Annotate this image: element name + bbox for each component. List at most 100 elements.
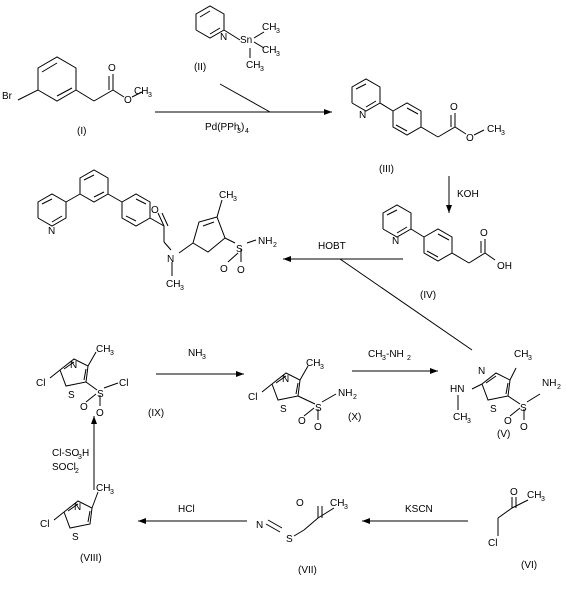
arrow-stille: Pd(PPh 3 ) 4 — [155, 83, 332, 135]
arrow-hcl: HCl — [138, 504, 247, 524]
arrow-methylamine: CH 3 -NH 2 — [352, 349, 438, 374]
svg-text:S: S — [490, 404, 497, 415]
svg-text:N: N — [282, 374, 289, 385]
compound-I-br: Br — [2, 91, 13, 102]
svg-text:O: O — [151, 205, 159, 216]
svg-text:3: 3 — [180, 285, 184, 292]
svg-text:Cl: Cl — [248, 392, 257, 403]
svg-text:Cl: Cl — [40, 519, 49, 530]
svg-text:S: S — [520, 403, 527, 414]
compound-II-sn: Sn — [240, 35, 252, 46]
svg-text:HN: HN — [450, 384, 464, 395]
svg-text:O: O — [96, 408, 104, 419]
svg-text:O: O — [480, 228, 488, 239]
svg-text:CH: CH — [514, 349, 528, 360]
svg-text:H: H — [82, 448, 89, 459]
compound-X: N S Cl CH 3 S O O NH 2 (X) — [248, 358, 361, 433]
svg-text:Cl: Cl — [488, 538, 497, 549]
svg-text:3: 3 — [202, 354, 206, 361]
svg-text:KOH: KOH — [457, 189, 479, 200]
arrow-hobt: HOBT — [283, 241, 473, 351]
svg-text:CH: CH — [166, 279, 180, 290]
arrow-kscn: KSCN — [362, 504, 468, 524]
svg-text:3: 3 — [382, 355, 386, 362]
svg-text:CH: CH — [527, 490, 541, 501]
svg-text:O: O — [314, 422, 322, 433]
svg-text:N: N — [478, 366, 485, 377]
svg-text:O: O — [504, 416, 512, 427]
svg-text:CH: CH — [262, 22, 276, 33]
compound-II: N Sn CH 3 CH 3 CH 3 (II) — [194, 5, 280, 73]
svg-text:3: 3 — [276, 51, 280, 58]
arrow-nh3: NH 3 — [156, 348, 244, 377]
svg-text:Cl: Cl — [36, 378, 45, 389]
arrow-chlorosulfonation: Cl-SO 3 H SOCl 2 — [52, 416, 97, 490]
svg-text:CH: CH — [306, 358, 320, 369]
compound-IX-label: (IX) — [148, 408, 164, 419]
svg-text:3: 3 — [344, 504, 348, 511]
compound-V-label: (V) — [497, 429, 510, 440]
svg-text:SOCl: SOCl — [52, 462, 76, 473]
compound-X-label: (X) — [348, 412, 361, 423]
svg-text:CH: CH — [330, 498, 344, 509]
svg-text:O: O — [510, 487, 518, 498]
svg-text:S: S — [68, 390, 75, 401]
compound-IV: N O OH (IV) — [382, 204, 512, 301]
svg-text:2: 2 — [273, 242, 277, 249]
svg-text:O: O — [520, 422, 528, 433]
svg-text:2: 2 — [75, 468, 79, 475]
svg-text:CH: CH — [368, 349, 382, 360]
svg-text:N: N — [74, 502, 81, 513]
svg-text:3: 3 — [528, 355, 532, 362]
svg-text:NH: NH — [188, 348, 202, 359]
compound-IX: N S Cl CH 3 S O O Cl (IX) — [36, 344, 164, 419]
svg-text:3: 3 — [233, 196, 237, 203]
svg-text:3: 3 — [110, 489, 114, 496]
compound-VIII-label: (VIII) — [80, 553, 102, 564]
compound-VI-label: (VI) — [521, 560, 537, 571]
svg-text:4: 4 — [245, 128, 249, 135]
arrow-koh: KOH — [446, 176, 479, 213]
svg-text:HOBT: HOBT — [318, 241, 346, 252]
svg-text:CH: CH — [262, 45, 276, 56]
svg-text:3: 3 — [501, 130, 505, 137]
svg-text:CH: CH — [453, 412, 467, 423]
svg-text:-NH: -NH — [386, 349, 404, 360]
svg-text:N: N — [392, 236, 399, 247]
svg-text:OH: OH — [497, 261, 512, 272]
compound-IV-label: (IV) — [420, 290, 436, 301]
svg-text:CH: CH — [219, 190, 233, 201]
svg-text:CH: CH — [96, 483, 110, 494]
svg-text:NH: NH — [542, 378, 556, 389]
compound-product: N O N CH 3 CH 3 S O O NH 2 — [37, 169, 277, 292]
svg-text:CH: CH — [96, 344, 110, 355]
svg-text:2: 2 — [407, 355, 411, 362]
svg-text:3: 3 — [237, 128, 241, 135]
svg-text:3: 3 — [320, 364, 324, 371]
svg-text:NH: NH — [338, 388, 352, 399]
svg-text:S: S — [280, 404, 287, 415]
compound-VII: N S O CH 3 (VII) — [256, 498, 348, 576]
compound-VI: O CH 3 Cl (VI) — [488, 487, 545, 571]
svg-text:O: O — [80, 402, 88, 413]
compound-III-label: (III) — [379, 164, 394, 175]
svg-text:S: S — [72, 532, 79, 543]
svg-text:N: N — [256, 520, 263, 531]
svg-text:S: S — [97, 389, 104, 400]
compound-VIII: N S Cl CH 3 (VIII) — [40, 483, 114, 564]
svg-text:O: O — [220, 264, 228, 275]
svg-text:N: N — [70, 360, 77, 371]
svg-text:O: O — [466, 133, 474, 144]
svg-text:3: 3 — [78, 454, 82, 461]
svg-text:KSCN: KSCN — [405, 504, 433, 515]
svg-text:S: S — [286, 534, 293, 545]
svg-text:CH: CH — [246, 60, 260, 71]
svg-text:3: 3 — [260, 66, 264, 73]
svg-text:N: N — [167, 254, 174, 265]
svg-text:2: 2 — [557, 384, 561, 391]
svg-text:3: 3 — [467, 418, 471, 425]
svg-text:2: 2 — [353, 394, 357, 401]
svg-text:3: 3 — [110, 350, 114, 357]
